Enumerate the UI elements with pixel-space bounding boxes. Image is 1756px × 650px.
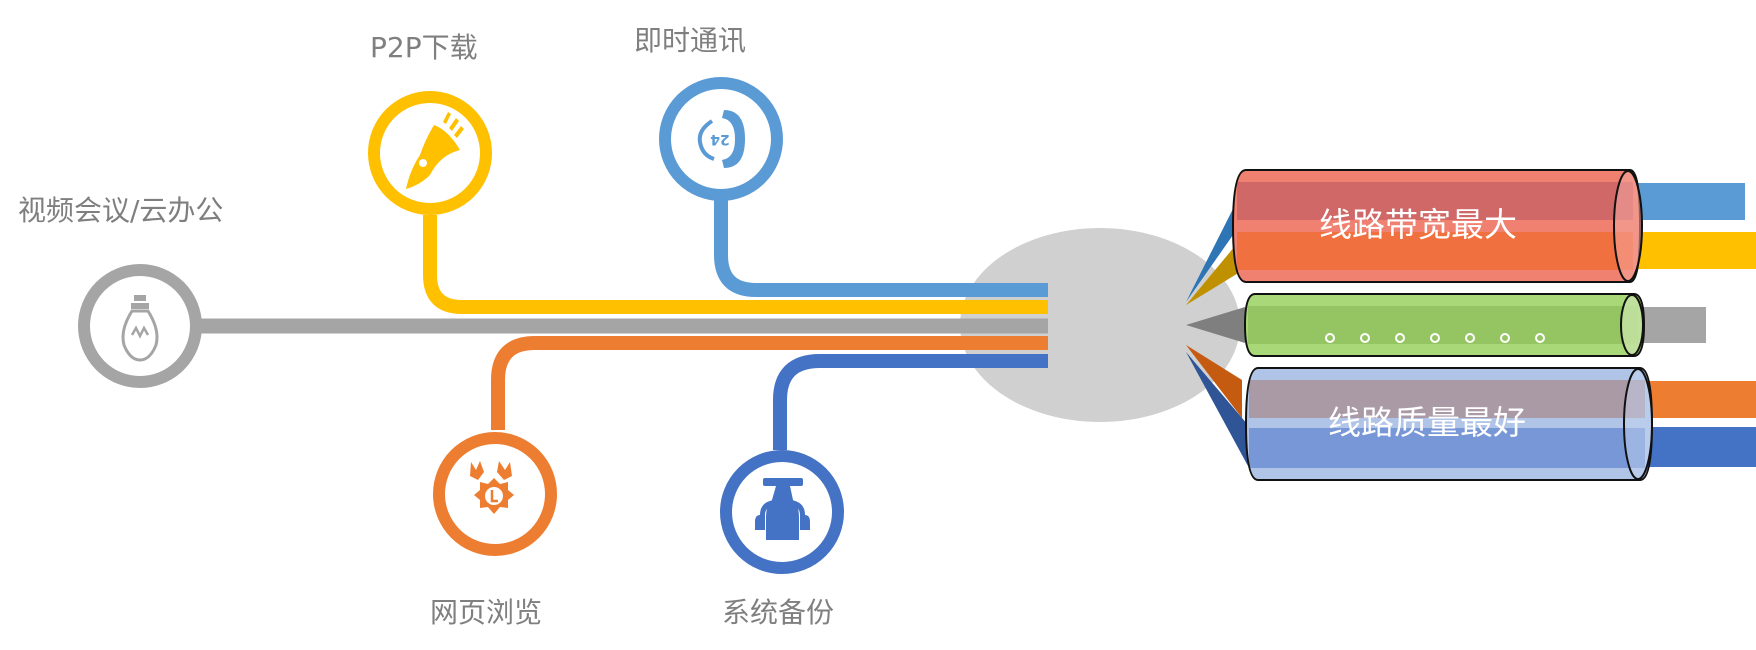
dot bbox=[1535, 333, 1545, 343]
tube-label-quality: 线路质量最好 bbox=[1328, 403, 1526, 442]
line-backup bbox=[773, 354, 1048, 450]
wedge-backup bbox=[1186, 352, 1248, 466]
label-im: 即时通讯 bbox=[634, 24, 746, 57]
out-bar-web bbox=[1641, 381, 1756, 418]
app-node-p2p[interactable] bbox=[368, 91, 492, 215]
dot bbox=[1395, 333, 1405, 343]
dot bbox=[1360, 333, 1370, 343]
tube-other[interactable] bbox=[1243, 293, 1646, 357]
tube-quality[interactable]: 线路质量最好 bbox=[1244, 367, 1654, 481]
line-p2p bbox=[423, 215, 1048, 314]
wedge-web bbox=[1186, 345, 1242, 418]
wedge-p2p bbox=[1186, 240, 1240, 305]
dots-indicator bbox=[1325, 333, 1545, 343]
backup-device-icon bbox=[755, 478, 810, 540]
label-backup: 系统备份 bbox=[722, 596, 834, 629]
line-im bbox=[714, 185, 1048, 297]
wedge-video bbox=[1186, 307, 1245, 343]
out-bar-backup bbox=[1641, 427, 1756, 467]
tube-bandwidth[interactable]: 线路带宽最大 bbox=[1231, 169, 1643, 283]
medal-icon bbox=[470, 461, 514, 514]
svg-text:24: 24 bbox=[710, 131, 730, 147]
dot bbox=[1430, 333, 1440, 343]
wedge-im bbox=[1186, 195, 1240, 302]
tube-label-bandwidth: 线路带宽最大 bbox=[1319, 205, 1517, 244]
rocket-icon bbox=[406, 112, 464, 189]
app-node-backup[interactable] bbox=[720, 450, 844, 574]
dot bbox=[1465, 333, 1475, 343]
label-video: 视频会议/云办公 bbox=[18, 194, 223, 227]
lightbulb-icon bbox=[121, 295, 159, 362]
hub-ellipse bbox=[960, 228, 1240, 422]
app-node-im[interactable]: 24 bbox=[659, 77, 783, 201]
line-web bbox=[491, 336, 1048, 430]
dot bbox=[1500, 333, 1510, 343]
label-web: 网页浏览 bbox=[430, 596, 542, 629]
app-node-video[interactable] bbox=[78, 264, 202, 388]
dot bbox=[1325, 333, 1335, 343]
phone-24h-icon: 24 bbox=[697, 110, 745, 168]
app-node-web[interactable] bbox=[433, 432, 557, 556]
label-p2p: P2P下载 bbox=[370, 31, 478, 64]
